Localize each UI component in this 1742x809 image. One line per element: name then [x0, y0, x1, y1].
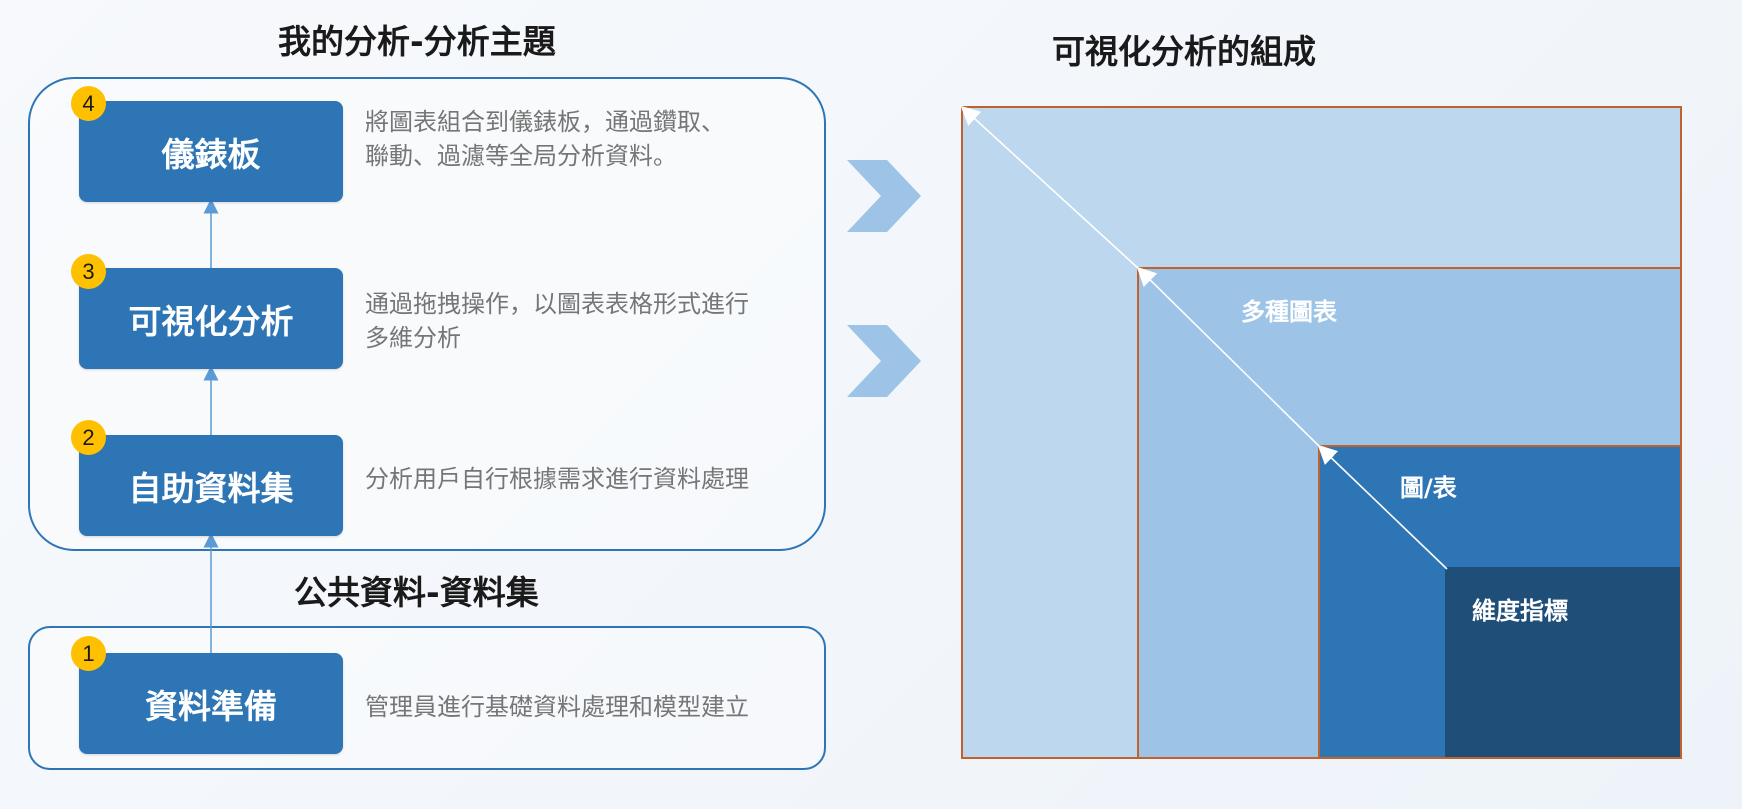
step-visual-analysis-box[interactable]: 可視化分析	[79, 268, 343, 369]
diagonal-arrow	[960, 105, 1140, 270]
step-badge-2: 2	[71, 420, 106, 455]
step-badge-1: 1	[71, 636, 106, 671]
chevron-right-icon	[847, 160, 921, 232]
composition-title: 可視化分析的組成	[1052, 32, 1316, 71]
step-visual-analysis-label: 可視化分析	[128, 301, 294, 341]
step-self-service-dataset-box[interactable]: 自助資料集	[79, 435, 343, 536]
step-badge-3: 3	[71, 254, 106, 289]
description-line: 管理員進行基礎資料處理和模型建立	[365, 693, 749, 721]
description-line: 將圖表組合到儀錶板，通過鑽取、	[365, 108, 725, 136]
step-data-preparation-description: 管理員進行基礎資料處理和模型建立	[365, 690, 815, 724]
description-line: 多維分析	[365, 324, 461, 352]
step-badge-4: 4	[71, 86, 106, 121]
layer-multiple-charts-label: 多種圖表	[1241, 298, 1337, 326]
step-self-service-dataset-label: 自助資料集	[128, 468, 294, 508]
step-data-preparation-label: 資料準備	[145, 686, 277, 726]
step-dashboard-box[interactable]: 儀錶板	[79, 101, 343, 202]
layer-dimension-metric-label: 維度指標	[1472, 597, 1568, 625]
step-dashboard-description: 將圖表組合到儀錶板，通過鑽取、 聯動、過濾等全局分析資料。	[365, 105, 815, 173]
step-data-preparation-box[interactable]: 資料準備	[79, 653, 343, 754]
step-dashboard-label: 儀錶板	[161, 134, 261, 174]
step-visual-analysis-description: 通過拖拽操作，以圖表表格形式進行 多維分析	[365, 287, 815, 355]
layer-dimension-metric	[1445, 567, 1680, 757]
layer-chart-table-label: 圖/表	[1400, 474, 1457, 502]
public-data-title: 公共資料-資料集	[294, 573, 539, 612]
step-self-service-dataset-description: 分析用戶自行根據需求進行資料處理	[365, 462, 815, 496]
description-line: 分析用戶自行根據需求進行資料處理	[365, 465, 749, 493]
chevron-right-icon	[847, 325, 921, 397]
description-line: 聯動、過濾等全局分析資料。	[365, 142, 677, 170]
diagonal-arrow	[1136, 266, 1321, 448]
diagonal-arrow	[1317, 444, 1448, 570]
description-line: 通過拖拽操作，以圖表表格形式進行	[365, 290, 749, 318]
group-title: 我的分析-分析主題	[278, 22, 556, 61]
